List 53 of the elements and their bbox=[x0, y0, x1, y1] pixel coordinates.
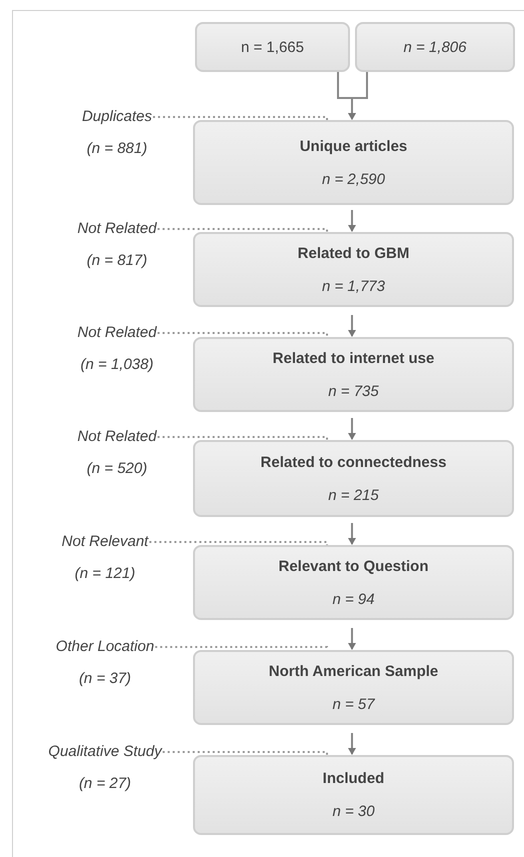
count-text: n = 1,806 bbox=[404, 38, 466, 56]
exclusion-reason: Qualitative Study bbox=[48, 743, 162, 760]
box-title: North American Sample bbox=[268, 662, 438, 680]
dotted-line bbox=[158, 228, 328, 232]
count-text: n = 1,773 bbox=[322, 278, 385, 294]
process-box bbox=[193, 545, 514, 620]
dotted-line bbox=[158, 436, 328, 440]
process-box bbox=[193, 650, 514, 725]
arrow bbox=[348, 72, 368, 120]
exclusion-count: (n = 817) bbox=[86, 252, 148, 269]
dotted-line bbox=[158, 332, 328, 337]
exclusion-count: (n = 520) bbox=[86, 460, 148, 477]
count-text: n = 1,665 bbox=[241, 38, 304, 56]
exclusion-count: (n = 27) bbox=[78, 775, 132, 792]
process-box bbox=[193, 337, 514, 412]
dotted-line bbox=[153, 116, 328, 120]
process-box bbox=[193, 120, 514, 205]
exclusion-reason: Not Related bbox=[77, 428, 157, 445]
process-box bbox=[195, 22, 350, 72]
process-box bbox=[355, 22, 515, 72]
exclusion-reason: Not Related bbox=[77, 220, 157, 237]
dotted-line bbox=[149, 541, 328, 545]
count-text: n = 57 bbox=[332, 696, 375, 712]
dotted-line bbox=[162, 751, 328, 755]
count-text: n = 2,590 bbox=[322, 170, 385, 188]
exclusion-count: (n = 121) bbox=[74, 565, 136, 582]
dotted-line bbox=[155, 646, 328, 650]
count-text: n = 94 bbox=[332, 590, 375, 608]
process-box bbox=[193, 232, 514, 307]
exclusion-reason: Duplicates bbox=[82, 108, 152, 125]
count-text: n = 735 bbox=[328, 382, 379, 400]
count-text: n = 30 bbox=[332, 803, 375, 820]
box-title: Related to connectedness bbox=[260, 454, 446, 470]
arrow bbox=[348, 523, 356, 545]
process-box bbox=[193, 440, 514, 517]
arrow bbox=[348, 210, 356, 232]
count-text: n = 215 bbox=[328, 486, 379, 504]
box-title: Relevant to Question bbox=[278, 558, 429, 574]
exclusion-count: (n = 37) bbox=[78, 670, 132, 687]
exclusion-reason: Other Location bbox=[56, 638, 154, 655]
box-title: Included bbox=[322, 770, 384, 787]
arrow bbox=[348, 628, 356, 650]
arrow bbox=[348, 315, 356, 337]
exclusion-reason: Not Related bbox=[77, 324, 157, 341]
box-title: Related to GBM bbox=[298, 244, 410, 262]
exclusion-count: (n = 1,038) bbox=[80, 356, 154, 373]
process-box bbox=[193, 755, 514, 835]
exclusion-reason: Not Relevant bbox=[62, 533, 148, 550]
exclusion-count: (n = 881) bbox=[86, 140, 148, 157]
arrow bbox=[348, 733, 356, 755]
box-title: Related to internet use bbox=[272, 350, 434, 366]
box-title: Unique articles bbox=[300, 138, 408, 154]
arrow bbox=[348, 418, 356, 440]
